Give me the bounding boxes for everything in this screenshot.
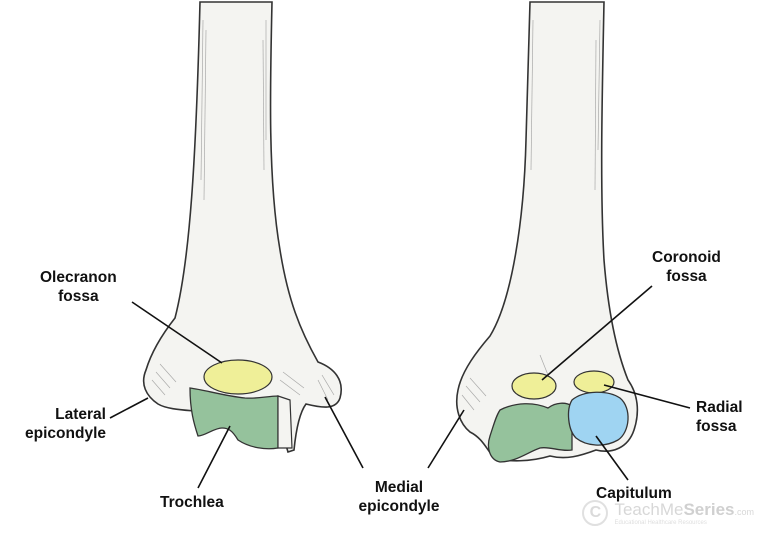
anterior-humerus <box>455 1 639 463</box>
leader-trochlea <box>197 425 231 489</box>
leader-olecranon-fossa <box>131 301 223 364</box>
label-radial-fossa: Radial fossa <box>696 399 743 435</box>
teachme-logo-icon: C <box>582 500 609 526</box>
brand-name: TeachMeSeries.com <box>614 499 754 519</box>
leader-coronoid-fossa <box>541 285 653 381</box>
coronoid-fossa-region <box>511 372 557 400</box>
teachmeseries-watermark: C TeachMeSeries.com Educational Healthca… <box>582 500 754 526</box>
leader-radial-fossa <box>603 384 691 409</box>
anterior-bone-outline <box>455 1 639 462</box>
leader-medial-epicondyle <box>324 396 364 469</box>
label-lateral-epicondyle: Lateral epicondyle <box>25 406 106 442</box>
brand-tagline: Educational Healthcare Resources <box>614 519 707 526</box>
label-olecranon-fossa: Olecranon fossa <box>40 269 117 305</box>
olecranon-fossa-region <box>203 359 273 395</box>
label-coronoid-fossa: Coronoid fossa <box>652 249 721 285</box>
posterior-trochlea-region <box>189 387 279 450</box>
posterior-humerus <box>142 1 342 454</box>
leader-capitulum <box>595 435 629 481</box>
leader-lateral-epicondyle <box>109 397 149 419</box>
radial-fossa-region <box>573 370 615 394</box>
label-medial-epicondyle: Medial epicondyle <box>358 479 440 515</box>
label-capitulum: Capitulum <box>596 485 672 502</box>
label-trochlea: Trochlea <box>160 494 224 511</box>
leader-medial-epicondyle-anterior <box>427 409 465 469</box>
anterior-trochlea-region <box>487 402 573 463</box>
capitulum-region <box>567 391 629 446</box>
